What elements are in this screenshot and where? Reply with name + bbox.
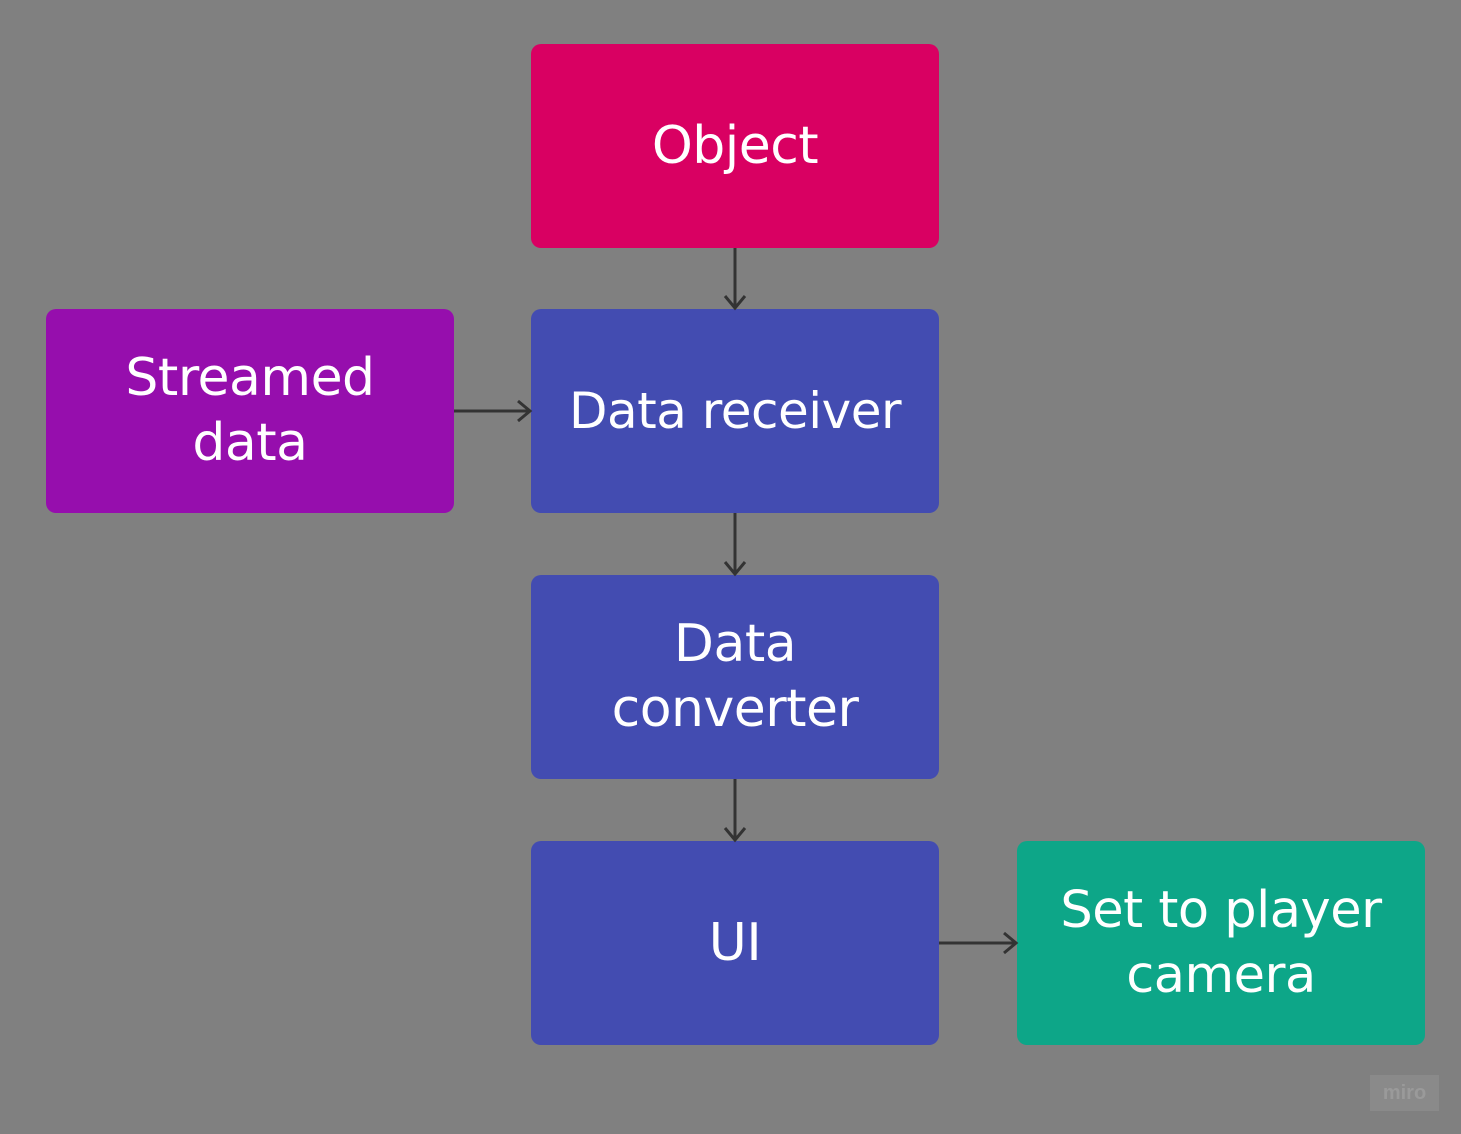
object-label: Object (651, 115, 819, 176)
arrow-head (723, 295, 747, 311)
data-receiver-label: Data receiver (568, 381, 902, 440)
streamed-data-node[interactable]: Streamed data (46, 309, 454, 513)
set-to-player-camera-label: Set to player camera (1060, 881, 1382, 1005)
arrow-head (517, 399, 533, 423)
arrow-data-receiver-to-data-converter (723, 513, 747, 577)
miro-watermark: miro (1370, 1075, 1439, 1111)
arrow-ui-to-set-to-player-camera (939, 931, 1019, 955)
watermark-label: miro (1382, 1081, 1427, 1104)
data-converter-node[interactable]: Data converter (531, 575, 939, 779)
arrow-head (723, 561, 747, 577)
data-converter-label: Data converter (611, 614, 859, 739)
streamed-data-label: Streamed data (125, 348, 375, 473)
object-node[interactable]: Object (531, 44, 939, 248)
arrow-head (1003, 931, 1019, 955)
arrow-streamed-data-to-data-receiver (454, 399, 533, 423)
ui-node[interactable]: UI (531, 841, 939, 1045)
arrow-data-converter-to-ui (723, 779, 747, 843)
data-receiver-node[interactable]: Data receiver (531, 309, 939, 513)
arrow-head (723, 827, 747, 843)
ui-label: UI (708, 912, 762, 973)
set-to-player-camera-node[interactable]: Set to player camera (1017, 841, 1425, 1045)
arrow-object-to-data-receiver (723, 248, 747, 311)
